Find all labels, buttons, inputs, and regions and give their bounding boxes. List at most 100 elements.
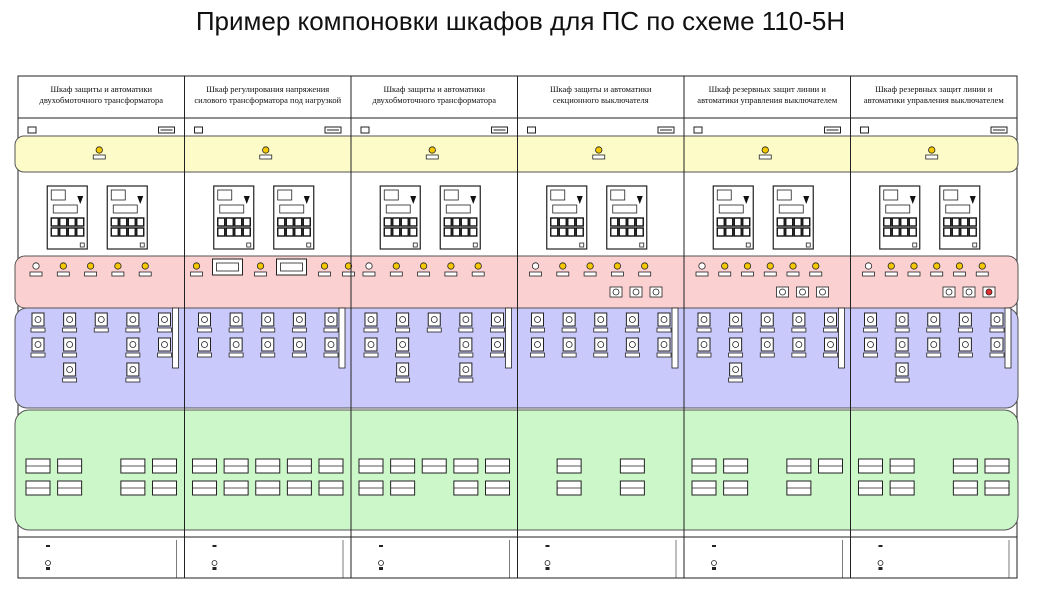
- relay-key: [67, 217, 76, 227]
- control-key-icon: [985, 288, 993, 296]
- switch-label-plate: [458, 377, 474, 383]
- side-rail: [172, 307, 179, 369]
- lamp-label-plate: [389, 271, 403, 277]
- relay-logo-icon: [277, 189, 293, 201]
- plinth-mark: [878, 567, 883, 570]
- relay-key: [968, 217, 977, 227]
- relay-key: [725, 217, 734, 227]
- test-switch-knob: [232, 341, 240, 348]
- signal-lamp-icon: [365, 262, 373, 270]
- test-switch-icon: [31, 312, 45, 327]
- lamp-label-plate: [583, 271, 597, 277]
- relay-key: [802, 227, 811, 237]
- lamp-label-plate: [695, 271, 709, 277]
- test-switch-icon: [760, 312, 774, 327]
- switch-label-plate: [228, 327, 244, 333]
- regulator-screen: [280, 262, 303, 272]
- lamp-label-plate: [190, 271, 203, 277]
- relay-key: [550, 217, 559, 227]
- cabinet-name-line2: двухобмоточного трансформатора: [373, 95, 497, 105]
- relay-key: [217, 227, 226, 237]
- switch-label-plate: [395, 352, 411, 358]
- relay-key: [50, 227, 59, 237]
- relay-key: [725, 227, 734, 237]
- switch-label-plate: [395, 327, 411, 333]
- relay-logo-icon: [110, 189, 126, 201]
- test-switch-icon: [729, 312, 743, 327]
- relay-key: [891, 217, 900, 227]
- relay-terminal: [606, 185, 648, 250]
- relay-key: [392, 227, 401, 237]
- switch-label-plate: [530, 327, 545, 333]
- test-switch-icon: [324, 312, 338, 327]
- relay-logo-icon: [50, 189, 66, 201]
- relay-key: [136, 217, 145, 227]
- test-switch-knob: [597, 341, 605, 348]
- relay-key: [716, 217, 725, 227]
- lamp-label-plate: [362, 271, 376, 277]
- relay-key: [802, 217, 811, 227]
- switch-label-plate: [490, 352, 505, 358]
- side-rail: [671, 307, 679, 369]
- relay-key: [742, 217, 751, 227]
- signal-lamp-icon: [114, 262, 122, 270]
- relay-key: [908, 217, 917, 227]
- test-switch-knob: [367, 341, 375, 348]
- switch-label-plate: [696, 327, 712, 333]
- test-switch-icon: [261, 337, 275, 352]
- relay-key: [742, 227, 751, 237]
- signal-lamp-icon: [864, 262, 873, 270]
- relay-key: [225, 227, 234, 237]
- relay-terminal: [273, 185, 315, 250]
- signal-lamp-icon: [721, 262, 729, 270]
- relay-key: [610, 227, 619, 237]
- signal-lamp-icon: [344, 262, 353, 270]
- lamp-label-plate: [342, 271, 355, 277]
- test-switch-knob: [367, 316, 375, 323]
- test-switch-icon: [594, 312, 608, 327]
- test-switch-knob: [660, 316, 668, 323]
- relay-key-icon: [576, 196, 583, 204]
- relay-key: [567, 217, 576, 227]
- switch-label-plate: [363, 327, 379, 333]
- relay-key: [234, 227, 243, 237]
- test-switch-icon: [824, 312, 837, 327]
- test-switch-knob: [399, 366, 407, 373]
- relay-terminal: [712, 185, 754, 250]
- switch-label-plate: [926, 352, 942, 358]
- cabinet-name-line2: силового трансформатора под нагрузкой: [194, 95, 341, 105]
- test-switch-knob: [898, 366, 906, 373]
- relay-key: [627, 217, 636, 227]
- relay-display: [778, 204, 804, 214]
- relay-key-icon: [969, 196, 976, 204]
- test-switch-knob: [660, 341, 668, 348]
- test-switch-icon: [958, 337, 972, 352]
- test-switch-knob: [399, 341, 407, 348]
- lamp-label-plate: [529, 271, 542, 277]
- grounding-bolt-icon: [378, 560, 384, 566]
- test-switch-icon: [198, 312, 211, 327]
- relay-key: [733, 227, 742, 237]
- relay-key: [908, 227, 917, 237]
- relay-key: [469, 227, 478, 237]
- test-switch-knob: [565, 341, 573, 348]
- relay-logo-icon: [610, 189, 626, 201]
- switch-label-plate: [894, 377, 910, 383]
- switch-label-plate: [759, 327, 775, 333]
- relay-port-icon: [79, 242, 85, 248]
- relay-display: [219, 204, 245, 214]
- lamp-label-plate: [56, 271, 70, 277]
- test-switch-icon: [459, 312, 473, 327]
- test-switch-knob: [961, 316, 969, 323]
- relay-key: [294, 217, 303, 227]
- relay-key: [460, 227, 469, 237]
- switch-label-plate: [197, 352, 212, 358]
- test-switch-knob: [628, 341, 636, 348]
- switch-label-plate: [656, 352, 672, 358]
- relay-key: [716, 227, 725, 237]
- control-key-icon: [965, 288, 973, 296]
- test-switch-knob: [534, 316, 541, 323]
- grounding-bolt-icon: [877, 560, 884, 566]
- test-switch-knob: [264, 341, 272, 348]
